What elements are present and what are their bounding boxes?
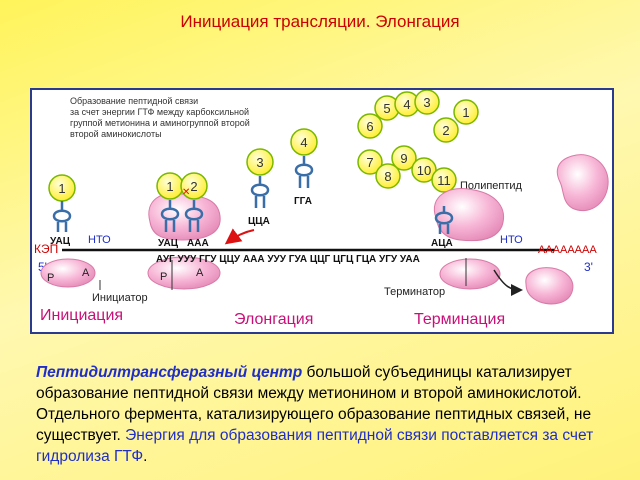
cca-label: ЦЦА — [248, 216, 270, 227]
kep-label: КЭП — [34, 242, 58, 256]
trna-number-elong-2: 2 — [190, 179, 197, 194]
amino-acid-ball — [411, 157, 437, 183]
ribosome-termination-small — [439, 258, 501, 290]
anticodon-init: УАЦ — [50, 236, 71, 247]
trna-ball-4 — [290, 128, 318, 156]
trna-body-3 — [250, 176, 270, 208]
five-prime-label: 5' — [38, 260, 47, 274]
amino-acid-ball — [391, 145, 417, 171]
released-polypeptide — [556, 154, 609, 212]
caption-text: большой субъединицы катализирует образов… — [36, 364, 592, 444]
trna-ball-elong-2 — [180, 172, 208, 200]
trna-number-3: 3 — [256, 155, 263, 170]
amino-acid-number: 1 — [462, 105, 469, 120]
note-line-2: за счет энергии ГТФ между карбоксильной — [70, 107, 249, 117]
amino-acid-number: 7 — [366, 155, 373, 170]
translation-diagram: Образование пептидной связи за счет энер… — [30, 88, 614, 334]
nto-right-label: НТО — [500, 234, 523, 246]
peptide-bond-mark: ✕ — [182, 187, 190, 198]
trna-body-term — [434, 206, 454, 234]
polypeptide-label: Полипептид — [460, 180, 523, 192]
trna-termination: АЦА — [431, 206, 454, 249]
caption-highlight: Энергия для образования пептидной связи … — [36, 427, 594, 465]
small-subunit-initiation — [40, 258, 96, 288]
amino-acid-number: 8 — [384, 169, 391, 184]
amino-acid-ball — [375, 163, 401, 189]
amino-acid-number: 2 — [442, 123, 449, 138]
anticodon-elong-left: УАЦ — [158, 238, 179, 249]
initiator-label: Инициатор — [92, 292, 148, 304]
trna-elongation-2: 2 — [180, 172, 208, 232]
amino-acid-number: 6 — [366, 119, 373, 134]
trna-body-init — [52, 201, 72, 232]
released-large-subunit — [525, 267, 574, 305]
trna-body-4 — [294, 156, 314, 188]
note-line-4: второй аминокислоты — [70, 129, 162, 139]
amino-acid-ball — [431, 167, 457, 193]
note-line-1: Образование пептидной связи — [70, 96, 198, 106]
page-title: Инициация трансляции. Элонгация — [180, 12, 460, 31]
trna-number-elong-1: 1 — [166, 179, 173, 194]
amino-acid-ball — [453, 99, 479, 125]
note-line-3: группой метионина и аминогруппой второй — [70, 118, 250, 128]
amino-acid-number: 4 — [403, 97, 410, 112]
amino-acid-number: 5 — [383, 101, 390, 116]
amino-acid-number: 10 — [417, 163, 431, 178]
trna-number-4: 4 — [300, 135, 307, 150]
entry-arrow — [224, 228, 255, 245]
site-a-initiation: А — [82, 267, 90, 279]
ribosome-termination-large — [433, 188, 504, 242]
poly-a-label: АААААААА — [538, 244, 597, 256]
stage-initiation: Инициация — [40, 307, 123, 324]
trna-body-elong-1 — [160, 200, 180, 232]
stage-elongation: Элонгация — [234, 311, 313, 328]
trna-initiator: 1 УАЦ — [48, 174, 76, 247]
gga-label: ГГА — [294, 196, 312, 207]
trna-ball-3 — [246, 148, 274, 176]
site-p-elongation: Р — [160, 271, 167, 283]
caption: Пептидилтрансферазный центр большой субъ… — [36, 362, 620, 467]
nto-left-label: НТО — [88, 234, 111, 246]
site-a-elongation: А — [196, 267, 204, 279]
amino-acid-number: 3 — [423, 95, 430, 110]
amino-acid-number: 11 — [437, 173, 451, 188]
amino-acid-ball — [357, 149, 383, 175]
site-p-initiation: Р — [47, 272, 54, 284]
ribosome-elongation-large — [148, 192, 221, 241]
three-prime-label: 3' — [584, 260, 593, 274]
stage-termination: Терминация — [414, 311, 505, 328]
amino-acid-ball — [357, 113, 383, 139]
trna-incoming-4: 4 ГГА — [290, 128, 318, 207]
amino-acid-ball — [433, 117, 459, 143]
mrna-sequence: АУГ УУУ ГГУ ЦЦУ ААА УУУ ГУА ЦЦГ ЦГЦ ГЦА … — [156, 254, 420, 265]
terminator-label: Терминатор — [384, 286, 445, 298]
amino-acid-ball — [414, 90, 440, 115]
diagram-svg: Образование пептидной связи за счет энер… — [34, 90, 609, 328]
amino-acid-number: 9 — [400, 151, 407, 166]
caption-term: Пептидилтрансферазный центр — [36, 364, 303, 381]
release-arrow — [493, 269, 523, 296]
ribosome-elongation-small — [147, 256, 221, 290]
trna-incoming-3: 3 ЦЦА — [246, 148, 274, 227]
trna-number-init: 1 — [58, 181, 65, 196]
caption-end: . — [143, 448, 148, 465]
trna-body-elong-2 — [184, 200, 204, 232]
anticodon-elong-right: ААА — [187, 238, 209, 249]
anticodon-term: АЦА — [431, 238, 453, 249]
